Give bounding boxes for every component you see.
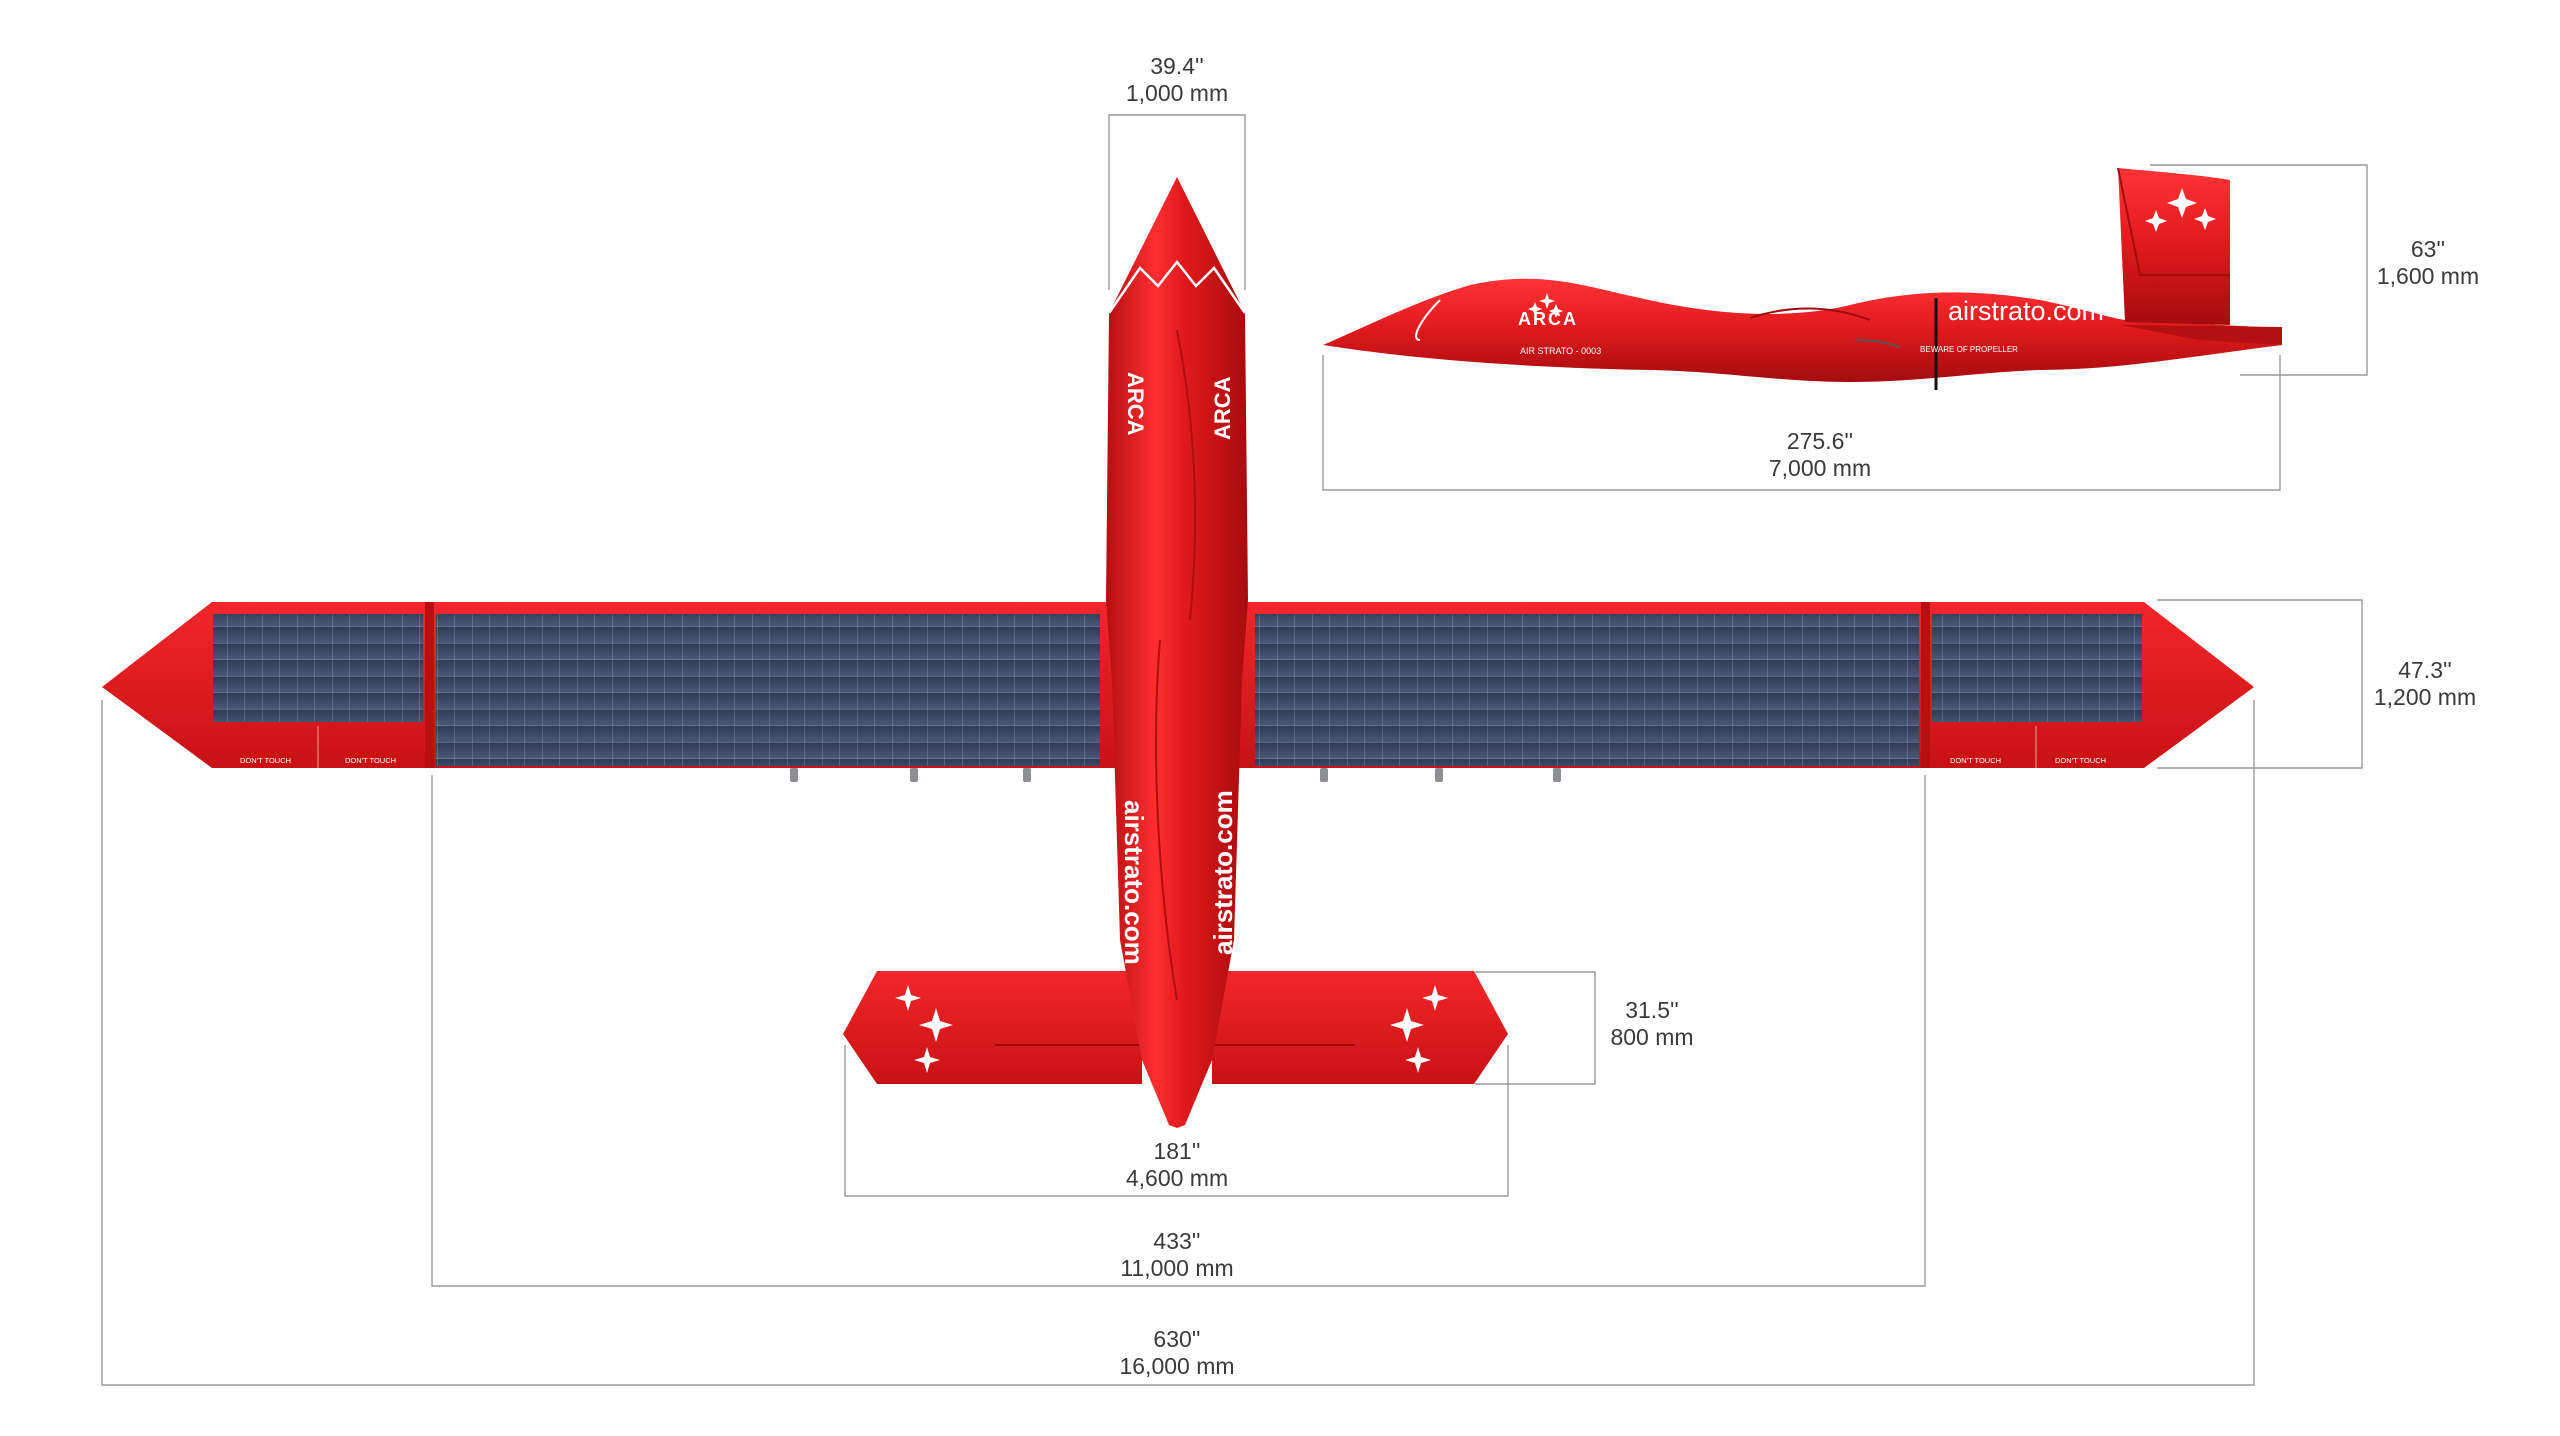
horizontal-tail [843,971,1508,1084]
star-icon [914,1047,940,1073]
side-length-imperial: 275.6'' [1787,428,1853,454]
wing-chord-dimension [2157,599,2363,769]
side-fuselage [1323,278,2282,382]
motor-pod [1320,768,1328,782]
canopy [1415,299,1441,341]
star-icon [1539,293,1555,309]
side-stars [1528,293,1563,318]
wing-chord-metric: 1,200 mm [2374,684,2476,710]
wing-chord-imperial: 47.3'' [2398,657,2452,683]
dimension-labels: 39.4'' 1,000 mm 275.6'' 7,000 mm 63'' 1,… [1119,53,2479,1379]
dont-touch-label-1: DON'T TOUCH [240,756,291,765]
total-span-dimension [101,700,2255,1386]
solar-panel-left-inner [436,614,1100,766]
motor-pod [1023,768,1031,782]
total-span-imperial: 630'' [1153,1326,1200,1352]
tail-stars-left [895,985,953,1073]
motor-pod [790,768,798,782]
panel-span-metric: 11,000 mm [1120,1255,1233,1281]
dimension-lines [101,114,2368,1386]
fin-stars [2145,188,2216,232]
tail-span-metric: 4,600 mm [1126,1165,1228,1191]
motor-pod [910,768,918,782]
panel-span-dimension [431,775,1926,1287]
side-height-imperial: 63'' [2411,236,2445,262]
horizontal-stabilizer-side [2120,325,2282,345]
solar-panel-right-inner [1255,614,1919,766]
star-icon [1528,302,1542,316]
motor-pod [1435,768,1443,782]
wing-joint-left [425,602,434,768]
fuselage-website-right: airstrato.com [1208,790,1238,955]
side-height-metric: 1,600 mm [2377,263,2479,289]
tail-chord-metric: 800 mm [1610,1024,1693,1050]
star-icon [2194,208,2216,230]
star-icon [1405,1047,1431,1073]
side-length-dimension [1322,355,2281,491]
wing-joint-right [1921,602,1930,768]
star-icon [2145,210,2167,232]
main-wing: DON'T TOUCH DON'T TOUCH DON'T TOUCH DON'… [102,602,2254,782]
left-wingtip [102,602,212,768]
side-logo: ARCA [1518,309,1578,329]
side-serial: AIR STRATO - 0003 [1520,346,1601,356]
fuselage-logo-left: ARCA [1123,372,1148,436]
fuselage-width-metric: 1,000 mm [1126,80,1228,106]
dont-touch-label-3: DON'T TOUCH [1950,756,2001,765]
motor-pods [790,768,1561,782]
solar-panel-right-outer [1932,614,2142,722]
tail-span-imperial: 181'' [1153,1138,1200,1164]
tail-chord-dimension [1475,971,1596,1085]
side-website: airstrato.com [1948,296,2104,326]
side-length-metric: 7,000 mm [1769,455,1871,481]
tail-chord-imperial: 31.5'' [1625,997,1679,1023]
side-warning: BEWARE OF PROPELLER [1920,345,2018,354]
fuselage-top: ARCA ARCA airstrato.com airstrato.com [1106,177,1248,1128]
panel-span-imperial: 433'' [1153,1228,1200,1254]
solar-panel-left-outer [213,614,423,722]
fuselage-website-left: airstrato.com [1119,800,1149,965]
tail-span-dimension [844,1045,1509,1197]
top-view: DON'T TOUCH DON'T TOUCH DON'T TOUCH DON'… [102,177,2254,1128]
star-icon [895,985,921,1011]
star-icon [1390,1008,1424,1042]
star-icon [919,1008,953,1042]
total-span-metric: 16,000 mm [1119,1353,1234,1379]
fuselage-width-dimension [1108,114,1246,290]
tail-right [1212,971,1508,1084]
star-icon [1549,304,1563,318]
right-wingtip [2144,602,2254,768]
dont-touch-label-4: DON'T TOUCH [2055,756,2106,765]
fuselage-logo-right: ARCA [1210,376,1235,440]
tail-left [843,971,1142,1084]
star-icon [1422,985,1448,1011]
side-height-dimension [2150,164,2368,376]
fuselage-body [1106,177,1248,1128]
motor-pod [1553,768,1561,782]
tail-stars-right [1390,985,1448,1073]
side-view: ARCA AIR STRATO - 0003 BEWARE OF PROPELL… [1323,167,2282,390]
dont-touch-label-2: DON'T TOUCH [345,756,396,765]
dont-touch-labels: DON'T TOUCH DON'T TOUCH DON'T TOUCH DON'… [240,726,2106,768]
fuselage-width-imperial: 39.4'' [1150,53,1204,79]
vertical-tail [2118,168,2230,325]
star-icon [2167,188,2197,218]
